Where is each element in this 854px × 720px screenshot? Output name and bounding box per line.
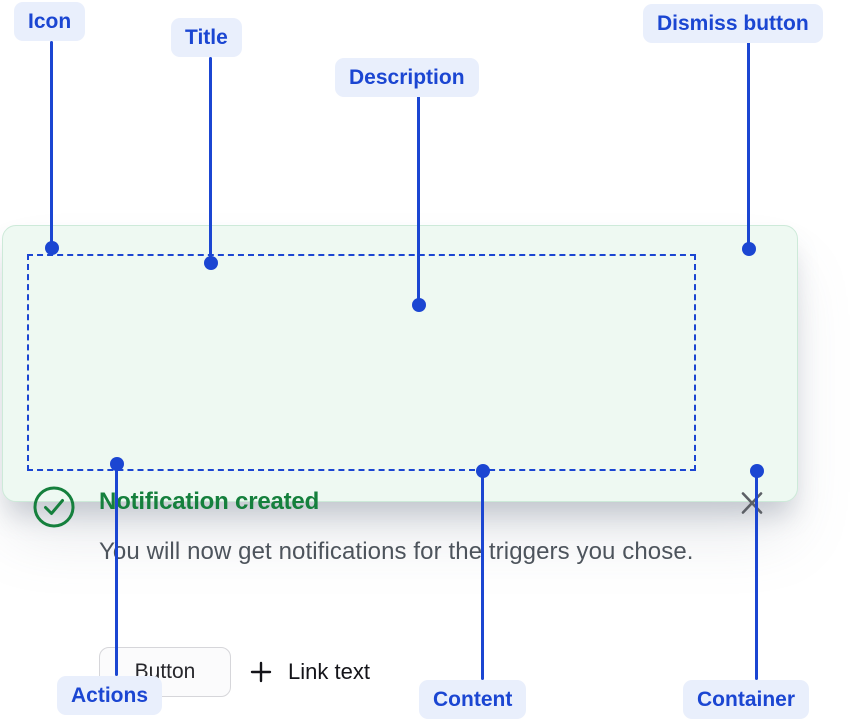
- content-connector-line: [481, 475, 484, 680]
- notification-description: You will now get notifications for the t…: [99, 538, 694, 565]
- annotation-label-dismiss-button: Dismiss button: [643, 4, 823, 43]
- description-connector-line: [417, 96, 420, 301]
- notification-container: Notification created You will now get no…: [2, 225, 798, 697]
- action-link[interactable]: Link text: [250, 647, 370, 697]
- action-link-label: Link text: [288, 659, 370, 684]
- dismiss-connector-dot: [742, 242, 756, 256]
- description-connector-dot: [412, 298, 426, 312]
- actions-connector-line: [115, 468, 118, 676]
- annotation-label-container: Container: [683, 680, 810, 719]
- close-icon: [740, 491, 764, 515]
- title-connector-dot: [204, 256, 218, 270]
- annotation-label-title: Title: [171, 18, 242, 57]
- annotation-label-icon: Icon: [14, 2, 86, 41]
- plus-icon: [250, 661, 272, 683]
- dismiss-button[interactable]: [737, 488, 767, 518]
- title-connector-line: [209, 57, 212, 259]
- content-connector-dot: [476, 464, 490, 478]
- annotation-label-content: Content: [419, 680, 527, 719]
- check-circle-icon: [33, 486, 75, 528]
- dismiss-connector-line: [747, 39, 750, 245]
- icon-connector-line: [50, 41, 53, 243]
- icon-connector-dot: [45, 241, 59, 255]
- annotation-label-actions: Actions: [57, 676, 163, 715]
- content-region-outline: [27, 254, 696, 471]
- notification-title: Notification created: [99, 488, 320, 515]
- container-connector-dot: [750, 464, 764, 478]
- annotation-label-description: Description: [335, 58, 479, 97]
- actions-connector-dot: [110, 457, 124, 471]
- container-connector-line: [755, 475, 758, 680]
